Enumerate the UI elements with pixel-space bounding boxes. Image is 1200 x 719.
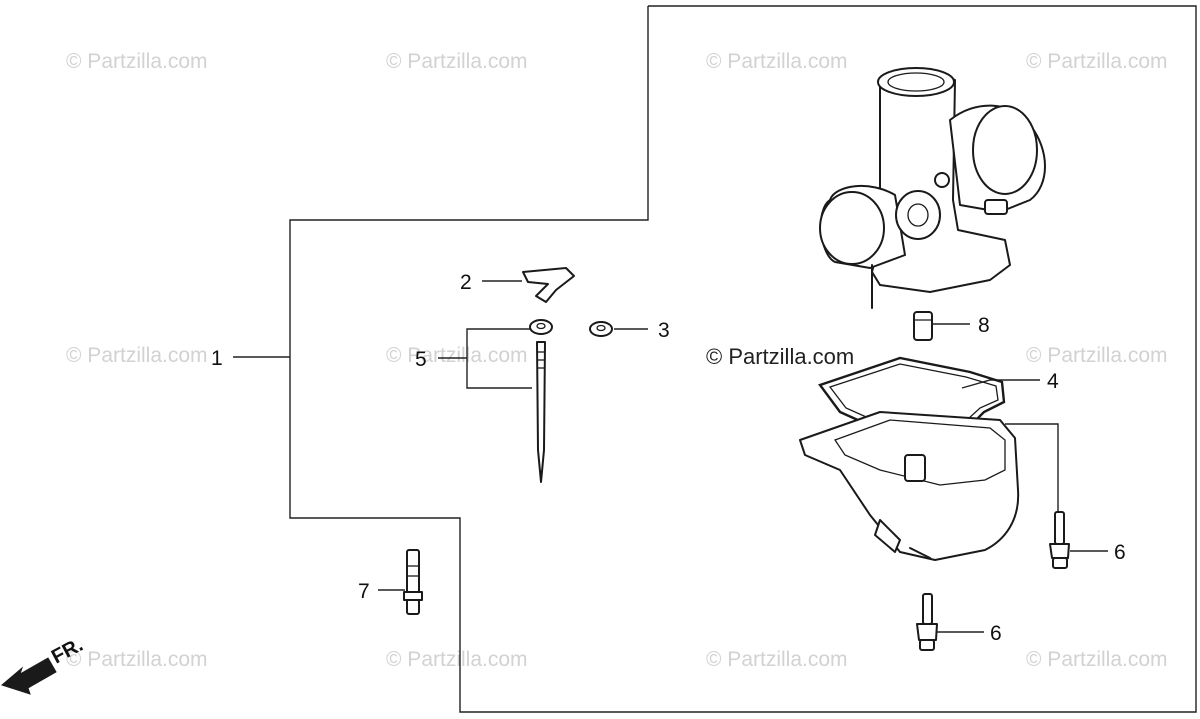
leader-4 <box>961 379 1040 389</box>
watermark: © Partzilla.com <box>66 50 208 73</box>
callout-8[interactable]: 8 <box>978 314 990 337</box>
center-watermark: © Partzilla.com <box>706 344 854 369</box>
callout-2[interactable]: 2 <box>460 271 472 294</box>
callout-7[interactable]: 7 <box>358 580 370 603</box>
float-bowl[interactable] <box>799 411 1020 561</box>
watermark: © Partzilla.com <box>1026 344 1168 367</box>
part-6-screw-lower[interactable] <box>916 593 938 651</box>
watermark: © Partzilla.com <box>386 50 528 73</box>
callout-6b[interactable]: 6 <box>990 622 1002 645</box>
watermark: © Partzilla.com <box>66 344 208 367</box>
watermark: © Partzilla.com <box>1026 50 1168 73</box>
part-5-jet-needle[interactable] <box>529 319 553 483</box>
watermark: © Partzilla.com <box>706 648 848 671</box>
callout-5[interactable]: 5 <box>415 348 427 371</box>
watermark: © Partzilla.com <box>386 648 528 671</box>
callout-6a[interactable]: 6 <box>1114 541 1126 564</box>
assembly-boundary <box>289 5 1197 713</box>
callout-3[interactable]: 3 <box>658 319 670 342</box>
leader-lines <box>233 280 1108 633</box>
part-6-screw-upper[interactable] <box>1049 511 1070 569</box>
part-8-plug[interactable] <box>913 311 933 341</box>
part-3-washer[interactable] <box>589 321 613 337</box>
arrow-front-icon <box>0 657 57 695</box>
watermark: © Partzilla.com <box>386 344 528 367</box>
watermark-layer: © Partzilla.com © Partzilla.com © Partzi… <box>66 50 1168 671</box>
callout-numbers: 1 2 3 4 5 6 6 7 8 <box>211 271 1126 645</box>
watermark: © Partzilla.com <box>706 50 848 73</box>
watermark: © Partzilla.com <box>1026 648 1168 671</box>
leader-6-upper <box>1005 423 1059 512</box>
carburetor-body[interactable] <box>819 67 1046 309</box>
part-2-clip[interactable] <box>522 267 575 303</box>
callout-4[interactable]: 4 <box>1047 370 1059 393</box>
watermark: © Partzilla.com <box>66 648 208 671</box>
callout-1[interactable]: 1 <box>211 347 223 370</box>
part-7-needle-jet[interactable] <box>403 549 423 615</box>
